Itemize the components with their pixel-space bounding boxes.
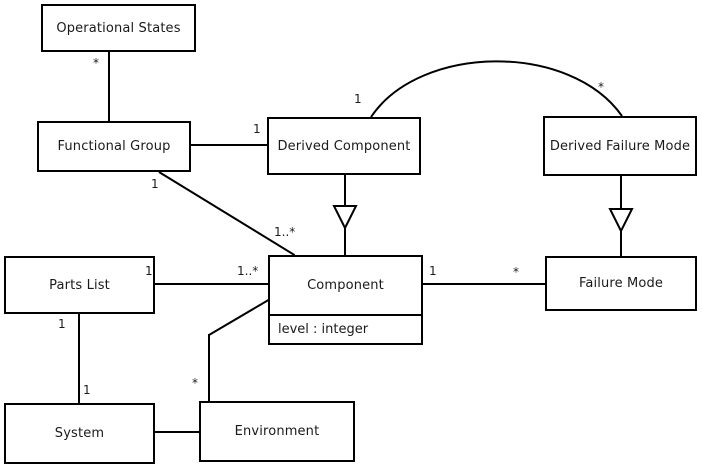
class-box-derived-failure-mode[interactable]: Derived Failure Mode <box>543 116 697 176</box>
edge-system-environment <box>153 431 201 433</box>
class-box-derived-component[interactable]: Derived Component <box>267 117 421 175</box>
edge-component-failure-mode <box>421 283 547 285</box>
edge-parts-list-component <box>153 283 270 285</box>
class-name-component: Component <box>307 278 384 293</box>
class-name-functional-group: Functional Group <box>57 139 171 154</box>
class-name-system: System <box>54 426 105 441</box>
class-name-environment: Environment <box>234 424 320 439</box>
multiplicity-parts-list-system-target: 1 <box>83 383 91 397</box>
multiplicity-component-failure-mode-target: * <box>513 265 519 279</box>
edge-derived-failure-mode-failure-mode-stem-upper <box>620 175 622 208</box>
generalization-triangle-derived-failure-mode <box>608 208 634 233</box>
class-name-derived-failure-mode: Derived Failure Mode <box>549 138 691 154</box>
multiplicity-environment-component: * <box>192 376 198 390</box>
edge-derived-component-component-stem-lower <box>344 227 346 256</box>
class-box-functional-group[interactable]: Functional Group <box>37 121 191 172</box>
multiplicity-derived-failure-mode-arc-target: * <box>598 80 604 94</box>
multiplicity-parts-list-component-source: 1 <box>145 264 153 278</box>
class-name-parts-list: Parts List <box>49 277 110 293</box>
edge-derived-component-component-stem-upper <box>344 174 346 206</box>
class-name-failure-mode: Failure Mode <box>578 276 664 291</box>
multiplicity-derived-component-arc-source: 1 <box>354 92 362 106</box>
class-box-parts-list[interactable]: Parts List <box>4 256 155 314</box>
class-box-environment[interactable]: Environment <box>199 401 355 462</box>
class-box-failure-mode[interactable]: Failure Mode <box>545 256 697 311</box>
multiplicity-parts-list-system-source: 1 <box>58 317 66 331</box>
multiplicity-component-from-functional-group: 1..* <box>274 225 296 239</box>
multiplicity-operational-states-functional-group: * <box>93 56 99 70</box>
edge-environment-component-vertical <box>208 334 210 403</box>
multiplicity-parts-list-component-target: 1..* <box>237 264 259 278</box>
multiplicity-functional-group-component: 1 <box>151 177 159 191</box>
class-box-system[interactable]: System <box>4 403 155 464</box>
class-attribute-component-level: level : integer <box>270 314 421 343</box>
class-box-component[interactable]: Component level : integer <box>268 255 423 345</box>
edge-functional-group-derived-component <box>189 144 269 146</box>
edge-parts-list-system <box>78 312 80 404</box>
edge-derived-failure-mode-failure-mode-stem-lower <box>620 230 622 257</box>
class-box-operational-states[interactable]: Operational States <box>41 4 196 52</box>
multiplicity-functional-group-derived-component: 1 <box>253 122 261 136</box>
class-name-operational-states: Operational States <box>56 20 181 36</box>
edge-operational-states-functional-group <box>108 51 110 123</box>
multiplicity-component-failure-mode-source: 1 <box>429 264 437 278</box>
generalization-triangle-derived-component <box>332 205 358 230</box>
class-name-derived-component: Derived Component <box>277 138 411 154</box>
